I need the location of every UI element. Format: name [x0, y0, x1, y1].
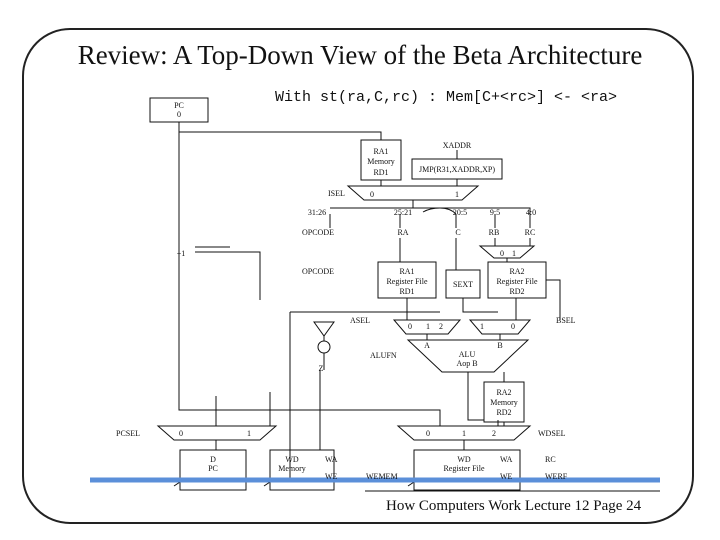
asel-1: 1 [426, 322, 430, 331]
pcsel-label: PCSEL [116, 429, 141, 438]
zero-detect-bubble [317, 340, 331, 354]
dmem-memory: Memory [490, 398, 518, 407]
pcsel-0: 0 [179, 429, 183, 438]
sext-label: SEXT [453, 280, 473, 289]
isel-label: ISEL [328, 189, 345, 198]
alufn-label: ALUFN [370, 351, 397, 360]
bits-4-0: 4:0 [525, 208, 537, 217]
rb-mux-0: 0 [500, 249, 504, 258]
we-label: WE [325, 472, 338, 481]
rf1-register-file: Register File [386, 277, 428, 286]
bsel-1: 1 [480, 322, 484, 331]
werf-label: WERF [545, 472, 568, 481]
bsel-label: BSEL [556, 316, 576, 325]
rf-rc-label: RC [545, 455, 556, 464]
wdsel-label: WDSEL [538, 429, 566, 438]
wdsel-mux [396, 425, 532, 441]
register-file-write [413, 449, 521, 491]
data-memory [483, 381, 525, 423]
bits-9-5: 9:5 [489, 208, 501, 217]
pcsel-1: 1 [247, 429, 251, 438]
asel-0: 0 [408, 322, 412, 331]
slide-title: Review: A Top-Down View of the Beta Arch… [77, 40, 643, 70]
rb-rc-mux [478, 245, 536, 259]
rb-label: RB [488, 228, 500, 237]
alu-b-label: B [497, 341, 503, 350]
pc-label: PC [174, 101, 184, 110]
c-label: C [455, 228, 461, 237]
dmem-ra2: RA2 [496, 388, 512, 397]
rc-label: RC [524, 228, 536, 237]
alu-label: ALU [458, 350, 476, 359]
bits-31-26: 31:26 [307, 208, 327, 217]
d-label: D [210, 455, 216, 464]
jmp-label: JMP(R31,XADDR,XP) [418, 165, 496, 174]
alu-op-label: Aop B [456, 359, 478, 368]
bits-25-21: 25:21 [393, 208, 413, 217]
xaddr-label: XADDR [442, 141, 472, 150]
wdsel-0: 0 [426, 429, 430, 438]
dmem-rd2: RD2 [496, 408, 512, 417]
wd-memory-label: Memory [278, 464, 306, 473]
opcode-top: OPCODE [301, 228, 335, 237]
slide-frame [22, 28, 694, 524]
wd-label: WD [285, 455, 299, 464]
zero-detect-gate [313, 321, 335, 337]
imem-memory: Memory [367, 157, 395, 166]
rf-register-file-label: Register File [443, 464, 485, 473]
pc-bottom [179, 449, 247, 491]
opcode-mid: OPCODE [301, 267, 335, 276]
rf-we-label: WE [500, 472, 513, 481]
asel-label: ASEL [350, 316, 370, 325]
rf2-ra2: RA2 [509, 267, 525, 276]
rf-wd-label: WD [457, 455, 471, 464]
rb-mux-1: 1 [512, 249, 516, 258]
plus-one-label: +1 [176, 249, 186, 258]
alu [406, 339, 530, 373]
instruction-memory [360, 139, 402, 181]
isel-mux [346, 185, 480, 201]
wdsel-1: 1 [462, 429, 466, 438]
instruction-subtitle: With st(ra,C,rc) : Mem[C+<rc>] <- <ra> [275, 89, 618, 106]
asel-2: 2 [439, 322, 443, 331]
bsel-mux [468, 319, 532, 335]
memory-write [269, 449, 335, 491]
rf-wa-label: WA [500, 455, 513, 464]
imem-ra1: RA1 [373, 147, 389, 156]
asel-mux [392, 319, 462, 335]
alu-a-label: A [424, 341, 430, 350]
pc-bottom-label: PC [208, 464, 218, 473]
ra-label: RA [397, 228, 409, 237]
rf2-rd2: RD2 [509, 287, 525, 296]
bits-20-5: 20:5 [452, 208, 468, 217]
rf1-ra1: RA1 [399, 267, 415, 276]
slide-footer: How Computers Work Lecture 12 Page 24 [386, 498, 642, 514]
z-label: Z [318, 364, 324, 373]
rf2-register-file: Register File [496, 277, 538, 286]
imem-rd1: RD1 [373, 168, 389, 177]
pcsel-mux [156, 425, 278, 441]
pc-zero-label: 0 [177, 110, 181, 119]
bsel-0: 0 [511, 322, 515, 331]
wa-label: WA [325, 455, 338, 464]
rf1-rd1: RD1 [399, 287, 415, 296]
wemem-label: WEMEM [366, 472, 398, 481]
isel-1: 1 [455, 190, 459, 199]
wdsel-2: 2 [492, 429, 496, 438]
isel-0: 0 [370, 190, 374, 199]
